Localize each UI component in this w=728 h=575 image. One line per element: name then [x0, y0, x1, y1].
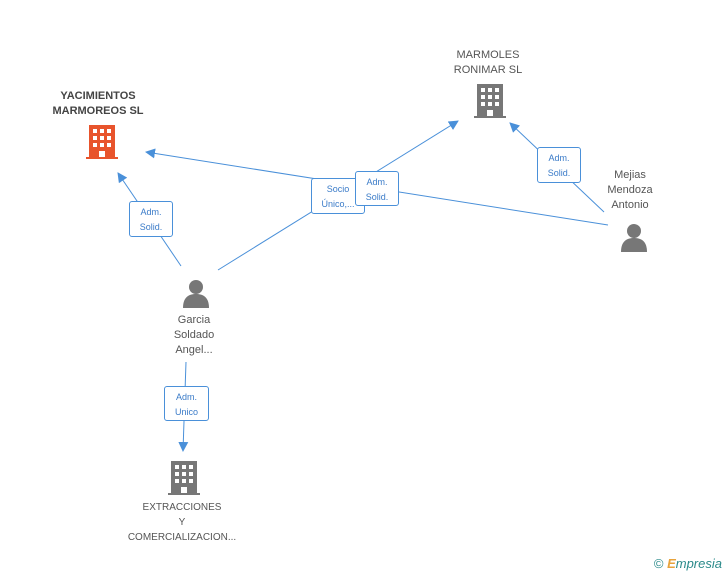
brand-initial: E — [667, 556, 676, 571]
label-line: Mendoza — [607, 184, 653, 196]
company-label-yacimientos[interactable]: YACIMIENTOS MARMOREOS SL — [38, 89, 158, 119]
person-icon[interactable] — [181, 278, 211, 308]
label-line: MARMOLES — [456, 49, 520, 61]
relation-badge-garcia-extracciones[interactable]: Adm. Unico — [164, 386, 209, 421]
label-line: Solid. — [139, 222, 163, 232]
company-label-extracciones[interactable]: EXTRACCIONES Y COMERCIALIZACION... — [112, 500, 252, 545]
person-label-garcia[interactable]: Garcia Soldado Angel... — [154, 313, 234, 358]
label-line: Solid. — [547, 168, 571, 178]
person-icon[interactable] — [619, 222, 649, 252]
building-icon[interactable] — [86, 125, 118, 159]
label-line: Adm. — [175, 392, 197, 402]
building-icon[interactable] — [168, 461, 200, 495]
brand-name: mpresia — [675, 556, 722, 571]
label-line: MARMOREOS SL — [52, 105, 144, 117]
label-line: Y — [178, 517, 186, 528]
empresia-watermark: © Empresia — [654, 556, 722, 571]
label-line: RONIMAR SL — [453, 64, 523, 76]
label-line: Socio — [326, 184, 350, 194]
relation-badge-mejias-marmoles[interactable]: Adm. Solid. — [537, 147, 581, 183]
label-line: Unico — [174, 407, 198, 417]
label-line: Mejias — [614, 169, 646, 181]
label-line: Angel... — [175, 344, 213, 356]
label-line: Solid. — [365, 192, 389, 202]
label-line: Adm. — [366, 177, 388, 187]
label-line: Soldado — [173, 329, 215, 341]
label-line: Único,... — [321, 199, 355, 209]
label-line: Adm. — [548, 153, 570, 163]
person-label-mejias[interactable]: Mejias Mendoza Antonio — [590, 168, 670, 213]
relation-badge-mejias-yacimientos[interactable]: Adm. Solid. — [355, 171, 399, 206]
label-line: Antonio — [611, 199, 649, 211]
building-icon[interactable] — [474, 84, 506, 118]
label-line: YACIMIENTOS — [60, 90, 136, 102]
label-line: COMERCIALIZACION... — [127, 532, 237, 543]
copyright-symbol: © — [653, 556, 664, 571]
label-line: Garcia — [177, 314, 211, 326]
company-label-marmoles[interactable]: MARMOLES RONIMAR SL — [428, 48, 548, 78]
relation-badge-garcia-yacimientos[interactable]: Adm. Solid. — [129, 201, 173, 237]
label-line: EXTRACCIONES — [142, 502, 222, 513]
label-line: Adm. — [140, 207, 162, 217]
